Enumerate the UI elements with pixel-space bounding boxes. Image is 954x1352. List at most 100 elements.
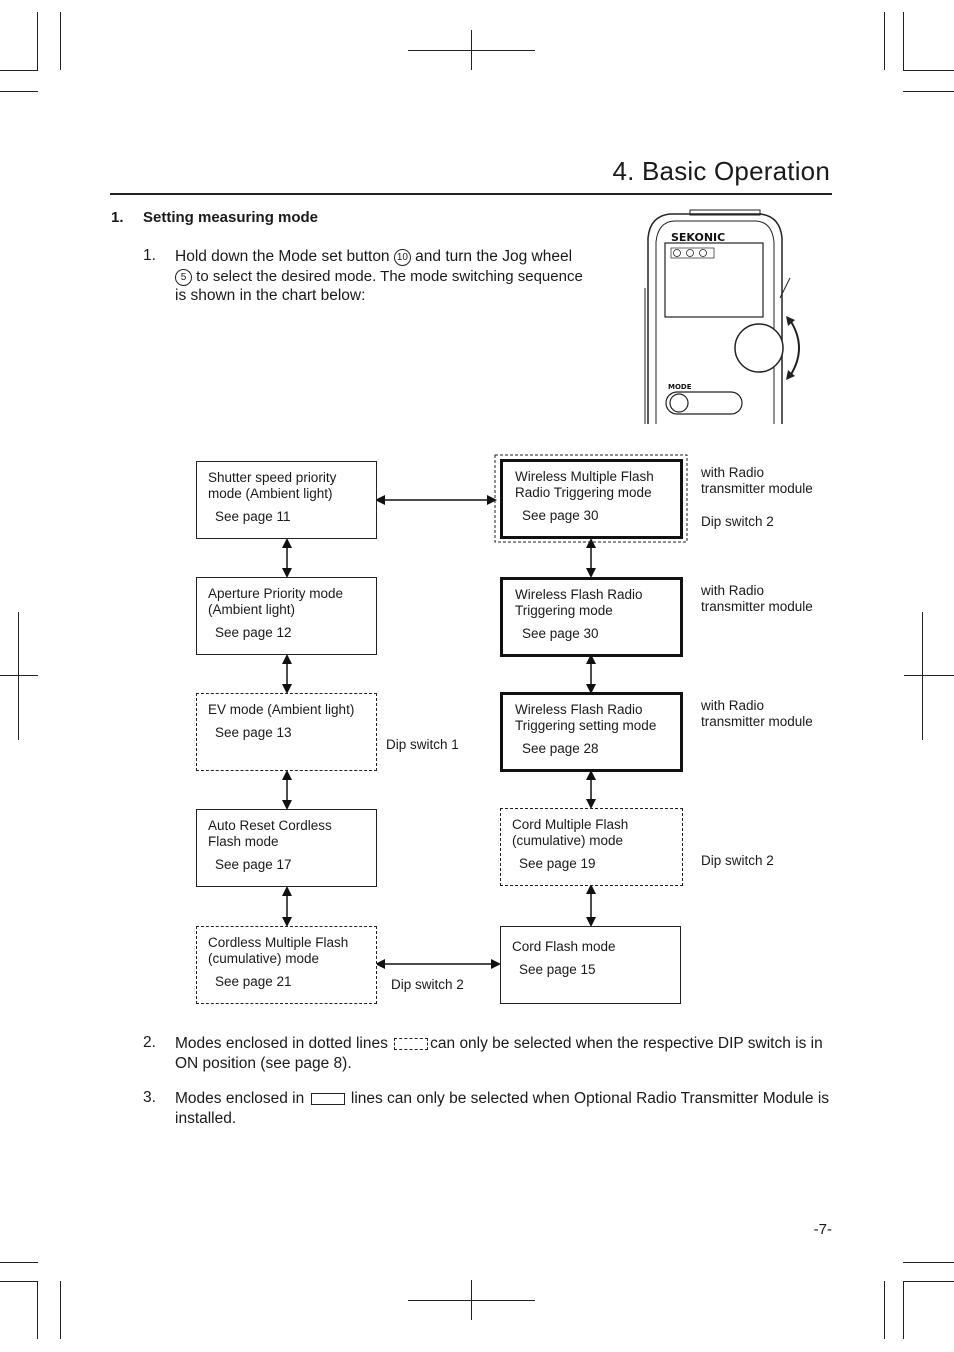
step-1-number: 1. [143,247,156,264]
crop-mark [922,612,923,740]
mode-name-line2: Triggering setting mode [515,718,657,733]
note-radio-module-2: with Radio transmitter module [701,583,813,615]
mode-box-cord-flash: Cord Flash mode See page 15 [500,926,681,1004]
crop-mark [903,70,954,71]
page-reference: See page 30 [522,508,599,523]
note-line: transmitter module [701,599,813,614]
mode-name-line1: Cord Flash mode [512,939,616,954]
note-line: with Radio [701,698,765,713]
mode-name-line2: Triggering mode [515,603,613,618]
section-number: 1. [111,209,124,226]
cordless-flash-icon [699,249,707,257]
mode-box-shutter-priority: Shutter speed priority mode (Ambient lig… [196,461,377,539]
mode-label: MODE [668,383,692,391]
mode-name-line1: Aperture Priority mode [208,586,344,601]
page-reference: See page 12 [215,625,292,640]
crop-mark [903,91,954,92]
page-reference: See page 19 [519,856,596,871]
page-reference: See page 28 [522,741,599,756]
dotted-box-sample [394,1037,429,1050]
jog-wheel [734,323,784,373]
step-2-text-b: can only be selected when the respective… [430,1035,823,1052]
title-rule [110,193,832,195]
crop-mark [0,1281,38,1282]
jog-wheel-ref-icon: 5 [175,268,192,286]
brand-logo: SEKONIC [671,231,725,244]
mode-name-line1: Cordless Multiple Flash [208,935,349,950]
note-dip-switch-ev: Dip switch 1 [386,737,459,752]
step-3-number: 3. [143,1089,156,1106]
crop-mark [903,1281,904,1339]
mode-name-line1: Cord Multiple Flash [512,817,629,832]
mode-name-line2: (cumulative) mode [208,951,320,966]
page-reference: See page 15 [519,962,596,977]
note-dip-switch-cord: Dip switch 2 [701,853,774,868]
step-1-line1b: and turn the Jog wheel [410,248,573,265]
crop-mark [0,70,38,71]
crop-mark [37,12,38,70]
note-dip-switch-top: Dip switch 2 [701,514,774,529]
note-line: with Radio [701,465,765,480]
mode-name-line2: Radio Triggering mode [515,485,652,500]
note-dip-switch-bottom: Dip switch 2 [391,977,464,992]
step-3-text-b: lines can only be selected when Optional… [346,1090,830,1107]
mode-box-wireless-radio-setting: Wireless Flash Radio Triggering setting … [500,692,683,772]
step-1-line3: is shown in the chart below: [175,287,366,304]
note-radio-module-1: with Radio transmitter module [701,465,813,497]
crop-mark [471,30,472,70]
crop-mark [884,1281,885,1339]
mode-name-line2: Flash mode [208,834,279,849]
crop-mark [0,675,38,676]
solid-box-sample [310,1092,345,1105]
mode-button-ref-icon: 10 [393,249,411,266]
mode-box-cordless-multiple: Cordless Multiple Flash (cumulative) mod… [196,926,377,1004]
mode-name-line1: Shutter speed priority [208,470,337,485]
mode-box-ev: EV mode (Ambient light) See page 13 [196,693,377,771]
crop-mark [60,12,61,70]
crop-mark [18,612,19,740]
mode-name-line1: Wireless Flash Radio [515,702,643,717]
mode-box-wireless-radio-triggering: Wireless Flash Radio Triggering mode See… [500,577,683,657]
mode-box-auto-reset-cordless: Auto Reset Cordless Flash mode See page … [196,809,377,887]
mode-button [669,393,689,413]
step-2-number: 2. [143,1034,156,1051]
page-reference: See page 17 [215,857,292,872]
note-radio-module-3: with Radio transmitter module [701,698,813,730]
crop-mark [903,12,904,70]
step-1-line1a: Hold down the Mode set button [175,248,394,265]
step-3-text: Modes enclosed in lines can only be sele… [175,1089,835,1128]
step-2-text-a: Modes enclosed in dotted lines [175,1035,393,1052]
mode-name-line1: Wireless Multiple Flash [515,469,654,484]
note-line: transmitter module [701,481,813,496]
flash-mode-icon [686,249,694,257]
page-number: -7- [813,1221,832,1238]
camera-mode-icon [673,249,681,257]
crop-mark [37,1281,38,1339]
page-reference: See page 30 [522,626,599,641]
mode-name-line2: (Ambient light) [208,602,296,617]
mode-box-cord-multiple: Cord Multiple Flash (cumulative) mode Se… [500,808,683,886]
note-line: transmitter module [701,714,813,729]
step-3-text-a: Modes enclosed in [175,1090,309,1107]
page-title: 4. Basic Operation [612,156,830,186]
page-reference: See page 11 [215,509,291,524]
mode-name-line1: Wireless Flash Radio [515,587,643,602]
crop-mark [0,1262,38,1263]
mode-box-wireless-multiple-radio: Wireless Multiple Flash Radio Triggering… [500,459,683,539]
crop-mark [0,91,38,92]
step-2-text: Modes enclosed in dotted lines can only … [175,1034,835,1073]
crop-mark [904,675,954,676]
mode-name-line2: mode (Ambient light) [208,486,333,501]
mode-box-aperture-priority: Aperture Priority mode (Ambient light) S… [196,577,377,655]
section-title: Setting measuring mode [143,209,319,226]
crop-mark [60,1281,61,1339]
page-reference: See page 13 [215,725,292,740]
page-reference: See page 21 [215,974,292,989]
mode-name-line2: (cumulative) mode [512,833,624,848]
crop-mark [884,12,885,70]
step-1-text: Hold down the Mode set button 10 and tur… [175,247,595,306]
step-1-line2: to select the desired mode. The mode swi… [192,267,583,285]
crop-mark [471,1280,472,1320]
step-2-text-c: ON position (see page 8). [175,1054,352,1072]
